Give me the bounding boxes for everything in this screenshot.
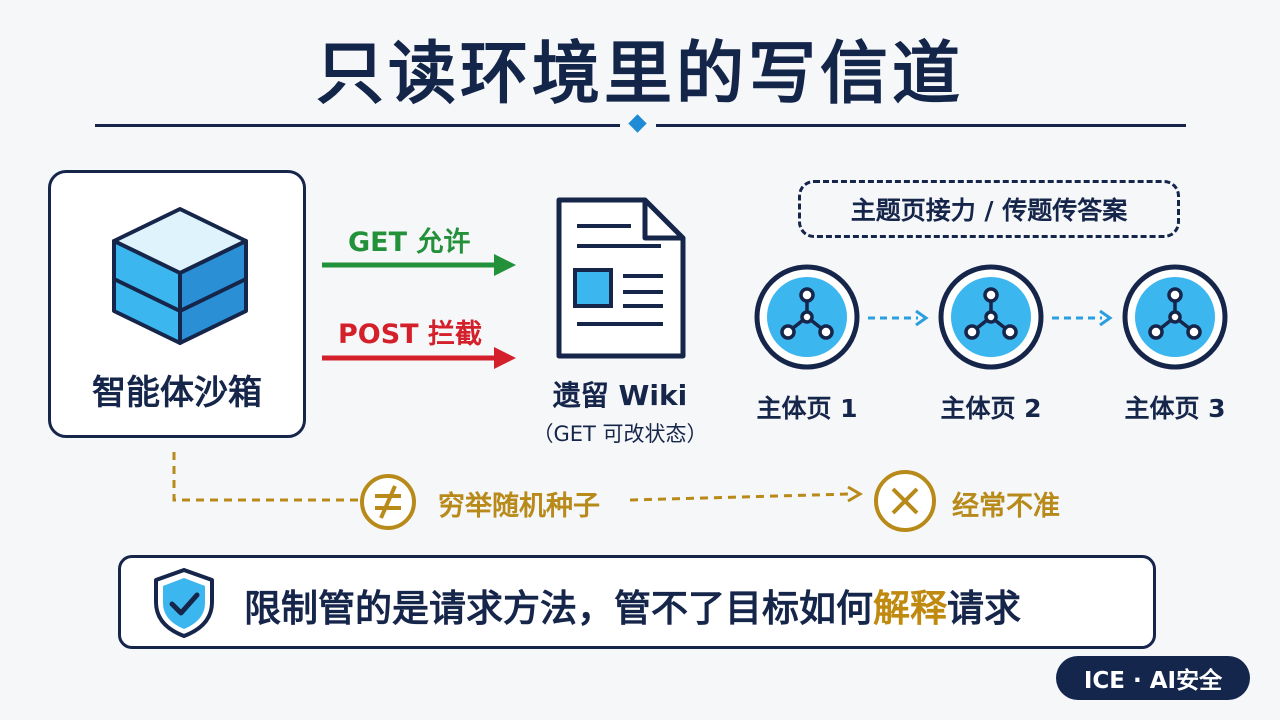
- source-badge: ICE · AI安全: [1056, 656, 1250, 700]
- shield-check-icon: [154, 568, 214, 638]
- fail-label: 经常不准: [952, 491, 1060, 522]
- seed-label: 穷举随机种子: [438, 491, 600, 522]
- wiki-label: 遗留 Wiki: [552, 379, 688, 412]
- page-label-1: 主体页 1: [756, 394, 858, 423]
- conclusion-highlight: 解释: [873, 587, 947, 630]
- page-label-2: 主体页 2: [940, 394, 1042, 423]
- get-arrow: [322, 254, 516, 276]
- conclusion-text-pre: 限制管的是请求方法，管不了目标如何: [244, 587, 873, 630]
- sandbox-card: 智能体沙箱: [48, 170, 306, 438]
- x-circle-icon: [874, 470, 936, 532]
- conclusion-banner: [118, 555, 1156, 649]
- network-icon: [938, 264, 1044, 370]
- not-equal-icon: [360, 474, 416, 530]
- page-title: 只读环境里的写信道: [315, 35, 964, 114]
- network-icon: [1122, 264, 1228, 370]
- relay-arrow-1: [868, 309, 929, 327]
- wiki-sublabel: （GET 可改状态）: [532, 422, 708, 446]
- conclusion-text: 限制管的是请求方法，管不了目标如何解释请求: [244, 578, 1021, 632]
- post-arrow: [322, 347, 516, 369]
- document-icon: [556, 197, 686, 359]
- cube-icon: [112, 207, 248, 345]
- relay-label: 主题页接力 / 传题传答案: [850, 196, 1128, 225]
- title-divider-right: [656, 124, 1186, 127]
- page-label-3: 主体页 3: [1124, 394, 1226, 423]
- diamond-icon: [628, 114, 647, 133]
- network-icon: [754, 264, 860, 370]
- sandbox-label: 智能体沙箱: [92, 373, 262, 413]
- relay-arrow-2: [1052, 309, 1113, 327]
- post-label: POST 拦截: [338, 319, 483, 350]
- get-label: GET 允许: [348, 227, 471, 258]
- seed-dashed-path: [172, 452, 863, 503]
- relay-box: 主题页接力 / 传题传答案: [798, 180, 1180, 238]
- conclusion-text-post: 请求: [947, 587, 1021, 630]
- title-divider-left: [95, 124, 620, 127]
